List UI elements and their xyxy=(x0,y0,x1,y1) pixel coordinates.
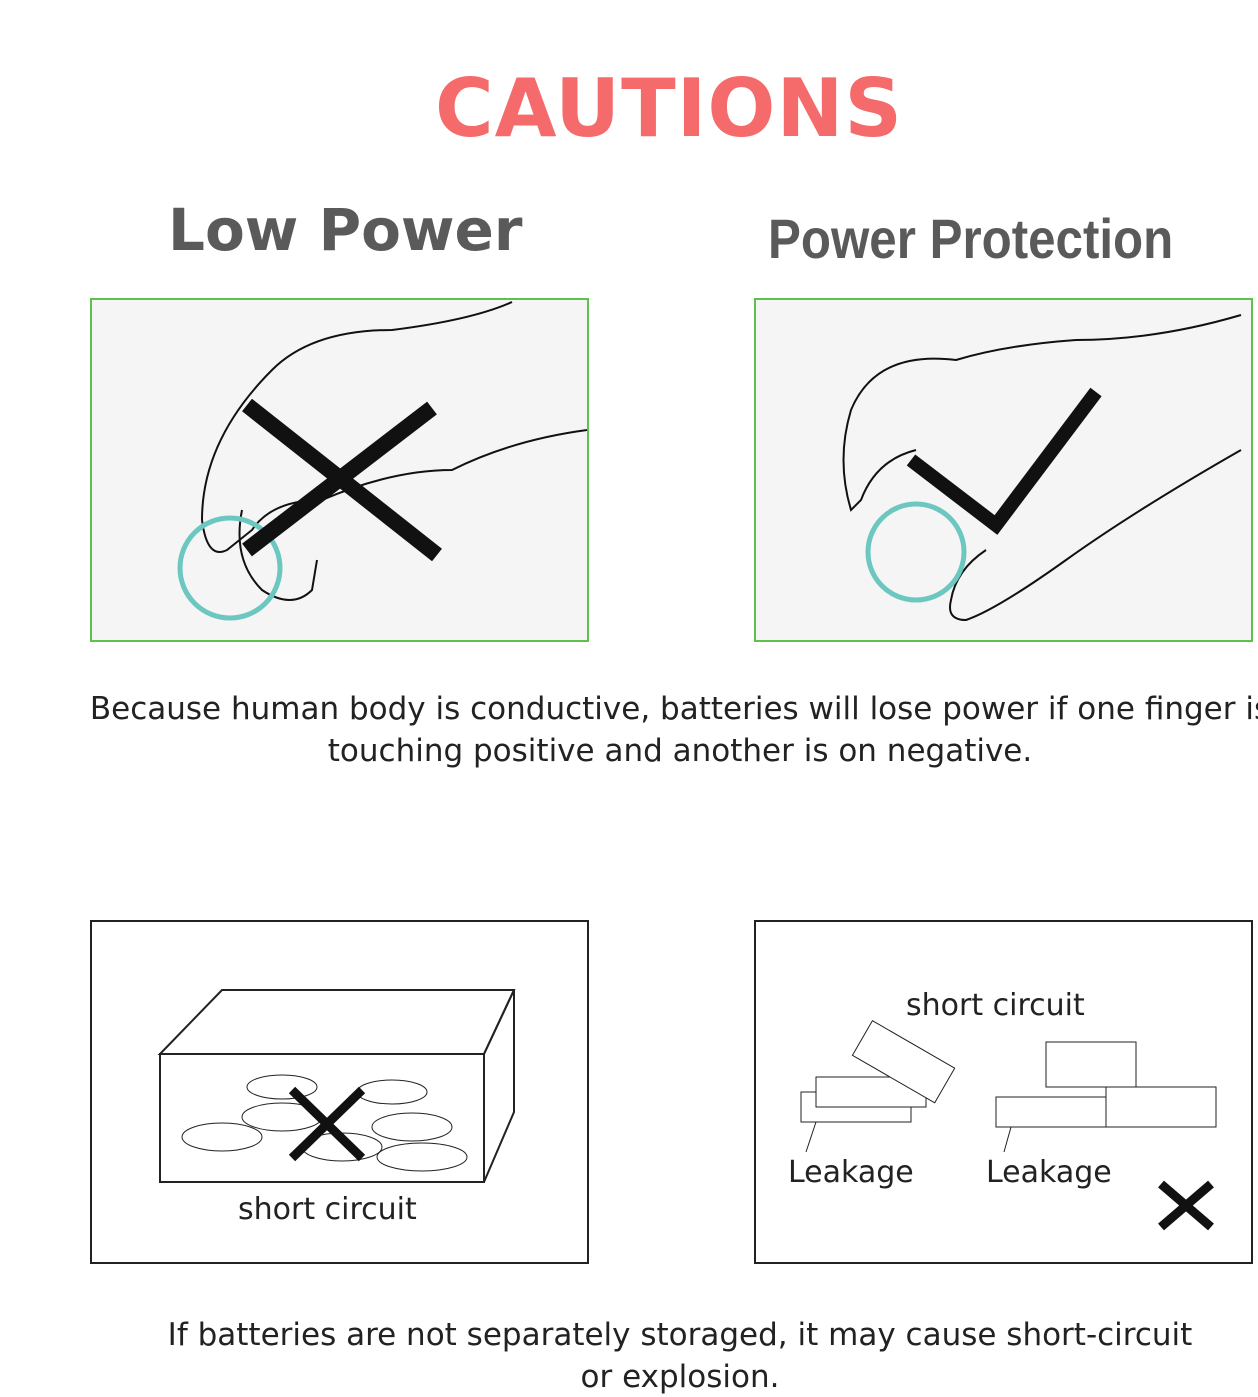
heading-power-protection: Power Protection xyxy=(768,207,1174,270)
leakage-label-left: Leakage xyxy=(788,1155,914,1190)
storage-note: If batteries are not separately storaged… xyxy=(167,1317,1193,1395)
conductivity-note: Because human body is conductive, batter… xyxy=(89,691,1258,769)
coin-pile-box-icon xyxy=(157,989,516,1183)
hand-correct-icon xyxy=(842,314,1242,622)
heading-low-power: Low Power xyxy=(168,196,523,264)
hand-wrong-icon xyxy=(177,301,588,621)
stacked-batteries-icon xyxy=(800,1019,1217,1231)
low-power-illustration xyxy=(90,298,589,642)
short-circuit-storage-illustration: short circuit xyxy=(90,920,589,1264)
page-title: CAUTIONS xyxy=(434,62,904,155)
leakage-label-right: Leakage xyxy=(986,1155,1112,1190)
short-circuit-label: short circuit xyxy=(238,1192,417,1227)
leakage-illustration: short circuit Leakage Leakage xyxy=(754,920,1253,1264)
short-circuit-label: short circuit xyxy=(906,988,1085,1023)
power-protection-illustration xyxy=(754,298,1253,642)
